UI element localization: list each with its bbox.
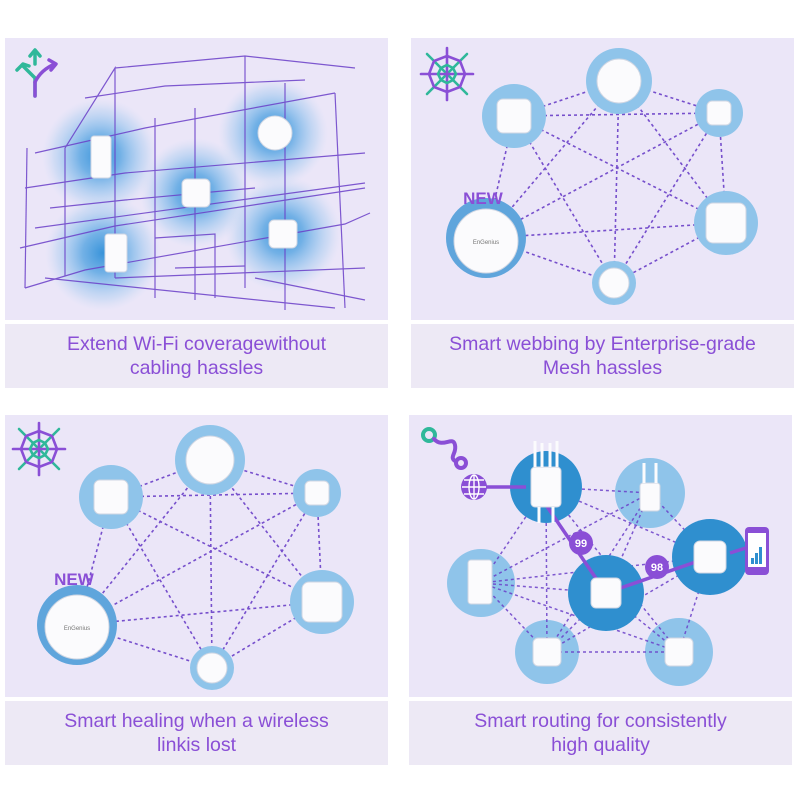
caption-extend-coverage: Extend Wi-Fi coveragewithout cabling has… bbox=[5, 324, 388, 388]
hop-badge bbox=[645, 555, 669, 579]
routing-illustration: 99 98 bbox=[421, 427, 769, 686]
access-point-device bbox=[257, 115, 293, 151]
panel-smart-webbing: EnGenius NEW bbox=[411, 38, 794, 320]
globe-icon bbox=[461, 474, 487, 500]
smartphone-icon bbox=[745, 527, 769, 575]
antenna bbox=[642, 463, 658, 483]
device-brand-label: EnGenius bbox=[473, 240, 499, 246]
access-point-device bbox=[664, 637, 694, 667]
access-point-device bbox=[104, 233, 128, 273]
mesh-web-icon bbox=[11, 421, 67, 477]
access-point-device bbox=[93, 479, 129, 515]
mesh-web-icon bbox=[419, 46, 475, 102]
access-point-device-new bbox=[44, 594, 110, 660]
access-point-device bbox=[706, 100, 732, 126]
access-point-device bbox=[268, 219, 298, 249]
caption-line: Smart healing when a wireless bbox=[64, 710, 329, 732]
access-point-device bbox=[693, 540, 727, 574]
access-point-device bbox=[532, 637, 562, 667]
access-point-device bbox=[185, 435, 235, 485]
caption-line: cabling hassles bbox=[129, 357, 264, 379]
device-brand-label: EnGenius bbox=[64, 626, 90, 632]
access-point-device bbox=[304, 480, 330, 506]
access-point-device bbox=[301, 581, 343, 623]
caption-line: Smart routing for consistently bbox=[474, 710, 727, 732]
access-point-device bbox=[467, 559, 493, 605]
access-point-device bbox=[596, 58, 642, 104]
access-point-device bbox=[598, 267, 630, 299]
caption-smart-healing: Smart healing when a wireless linkis los… bbox=[5, 701, 388, 765]
caption-line: Smart webbing by Enterprise-grade bbox=[449, 333, 756, 355]
caption-line: linkis lost bbox=[156, 734, 237, 756]
caption-line: Mesh hassles bbox=[542, 357, 663, 379]
coverage-illustration bbox=[15, 48, 371, 311]
outdoor-access-point bbox=[639, 482, 661, 512]
new-badge: NEW bbox=[463, 189, 504, 208]
caption-smart-webbing: Smart webbing by Enterprise-grade Mesh h… bbox=[411, 324, 794, 388]
access-point-device bbox=[590, 577, 622, 609]
hop-label: 98 bbox=[651, 562, 663, 574]
antenna bbox=[533, 441, 559, 523]
new-badge: NEW bbox=[54, 570, 95, 589]
panel-smart-routing: 99 98 bbox=[409, 415, 792, 697]
hop-label: 99 bbox=[575, 538, 587, 550]
hop-badge bbox=[569, 531, 593, 555]
access-point-device bbox=[705, 202, 747, 244]
access-point-device-new bbox=[453, 208, 519, 274]
access-point-device bbox=[496, 98, 532, 134]
coverage-halo bbox=[45, 195, 161, 311]
caption-line: high quality bbox=[551, 734, 650, 756]
panel-smart-healing: EnGenius NEW bbox=[5, 415, 388, 697]
caption-line: Extend Wi-Fi coveragewithout bbox=[66, 333, 327, 355]
panel-extend-coverage bbox=[5, 38, 388, 320]
route-path-icon bbox=[421, 427, 468, 470]
building-wireframe bbox=[19, 55, 371, 310]
access-point-device bbox=[90, 135, 112, 179]
access-point-device bbox=[196, 652, 228, 684]
healing-mesh-illustration: EnGenius NEW bbox=[11, 421, 354, 690]
outdoor-access-point bbox=[530, 466, 562, 508]
split-arrows-icon bbox=[15, 48, 58, 98]
caption-smart-routing: Smart routing for consistently high qual… bbox=[409, 701, 792, 765]
access-point-device bbox=[181, 178, 211, 208]
mesh-illustration: EnGenius NEW bbox=[419, 46, 758, 305]
